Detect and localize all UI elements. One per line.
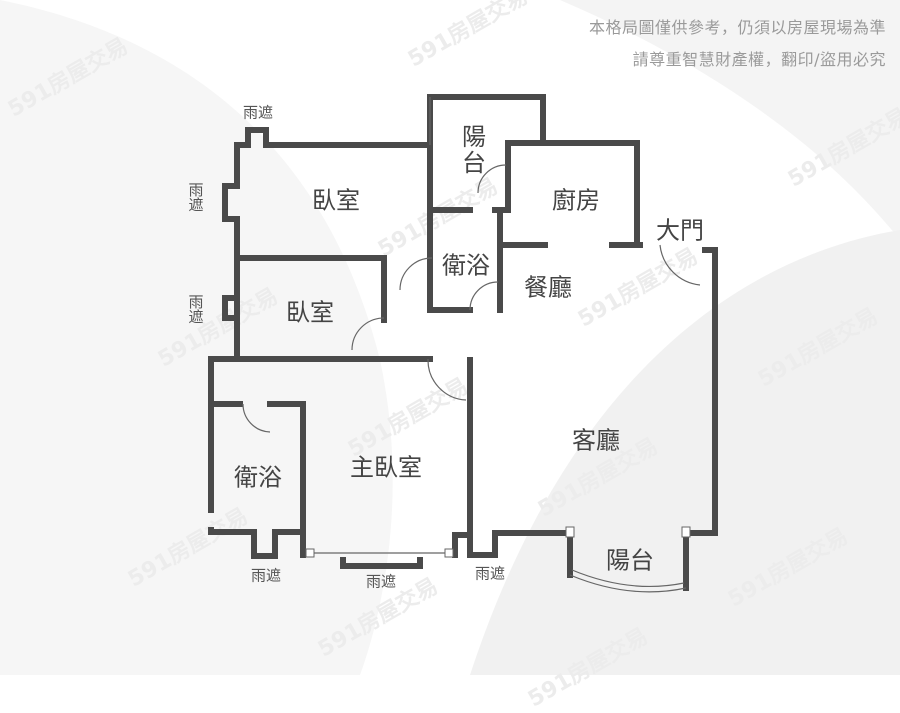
room-dining: 餐廳: [524, 273, 572, 302]
room-bedroom-middle: 臥室: [286, 298, 334, 327]
disclaimer-line-1: 本格局圖僅供參考，仍須以房屋現場為準: [588, 18, 886, 37]
room-bathroom-top: 衛浴: [442, 251, 490, 280]
room-living: 客廳: [572, 426, 620, 455]
room-balcony-top: 陽台: [457, 124, 486, 176]
room-balcony-bottom: 陽台: [606, 546, 654, 575]
canopy-left-upper: 雨遮: [186, 182, 205, 212]
room-bedroom-top: 臥室: [312, 186, 360, 215]
room-master-bedroom: 主臥室: [350, 453, 422, 482]
room-kitchen: 廚房: [552, 186, 600, 215]
canopy-left-middle: 雨遮: [186, 294, 205, 324]
disclaimer-line-2: 請尊重智慧財產權，翻印/盜用必究: [632, 50, 886, 69]
background-shapes: [0, 0, 900, 675]
main-door-label: 大門: [656, 216, 704, 245]
room-bathroom-master: 衛浴: [234, 463, 282, 492]
floor-plan: [208, 94, 718, 593]
canopy-bottom-left: 雨遮: [250, 566, 282, 585]
canopy-top: 雨遮: [242, 103, 274, 122]
canopy-bottom-center: 雨遮: [365, 572, 397, 591]
canopy-bottom-right: 雨遮: [474, 564, 506, 583]
